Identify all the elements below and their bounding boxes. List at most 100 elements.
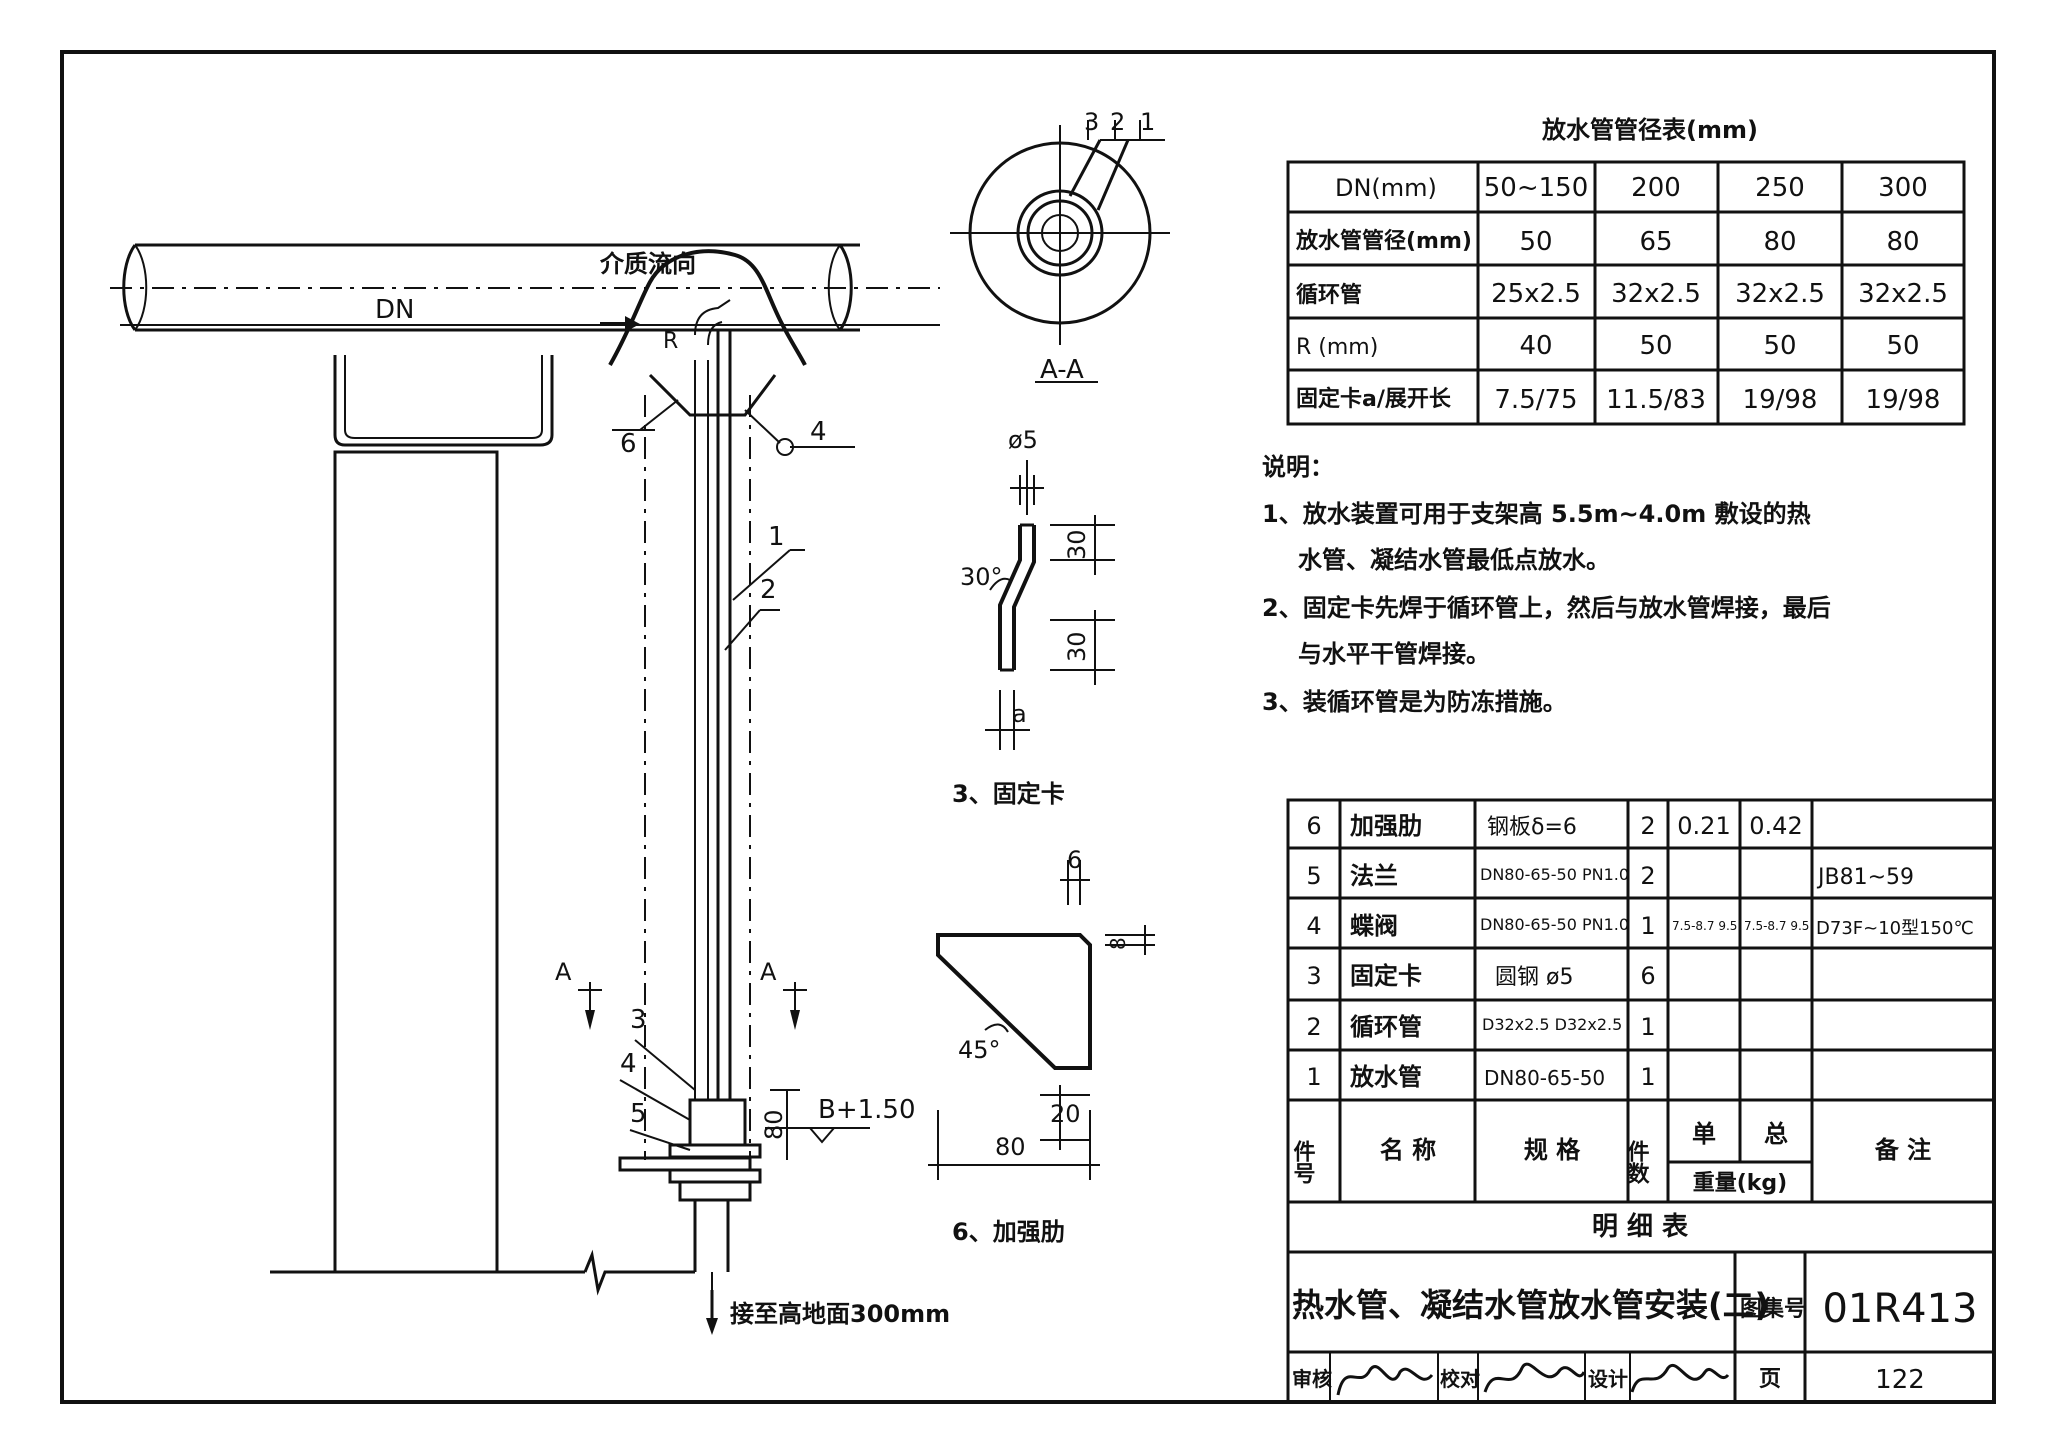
part-spec: D32x2.5 D32x2.5: [1482, 1015, 1622, 1034]
title-block: 热水管、凝结水管放水管安装(二) 图集号 01R413 审核 校对 设计 页 1…: [1292, 1286, 1978, 1395]
notes-title: 说明：: [1262, 453, 1334, 481]
clip-detail: [985, 460, 1115, 750]
rib-dim-width: 80: [995, 1133, 1026, 1161]
diameter-table-header: DN(mm) 50~150 200 250 300: [1335, 173, 1928, 203]
dt-header-2: 200: [1631, 173, 1681, 203]
dt-r1-label: 循环管: [1296, 282, 1362, 308]
rib-caption: 6、加强肋: [952, 1218, 1065, 1246]
part-spec: DN80-65-50 PN1.0: [1480, 915, 1629, 934]
part-no: 1: [1306, 1063, 1321, 1091]
note-line-3: 2、固定卡先焊于循环管上，然后与放水管焊接，最后: [1262, 594, 1831, 622]
level-label: B+1.50: [818, 1095, 916, 1125]
drawing-title: 热水管、凝结水管放水管安装(二): [1292, 1286, 1769, 1324]
clip-dim-a: a: [1012, 700, 1027, 728]
dt-r2-c4: 50: [1886, 331, 1919, 361]
part-qty: 6: [1640, 962, 1655, 990]
dt-r0-c1: 50: [1519, 227, 1552, 257]
part-name: 放水管: [1349, 1063, 1422, 1091]
note-line-4: 与水平干管焊接。: [1298, 640, 1490, 668]
part-qty: 1: [1640, 1063, 1655, 1091]
header-remark: 备 注: [1874, 1136, 1931, 1164]
rib-dim-thk: 6: [1067, 846, 1082, 874]
part-qty: 1: [1640, 912, 1655, 940]
dt-r3-c4: 19/98: [1866, 385, 1941, 415]
diameter-table-title: 放水管管径表(mm): [1541, 116, 1758, 144]
dt-r0-c3: 80: [1763, 227, 1796, 257]
part-no: 3: [1306, 962, 1321, 990]
dt-r3-c3: 19/98: [1743, 385, 1818, 415]
callout-5: 5: [630, 1099, 647, 1129]
dt-r3-label: 固定卡a/展开长: [1296, 386, 1452, 412]
parts-list-rows: 6 加强肋 钢板δ=6 2 0.21 0.42 5 法兰 DN80-65-50 …: [1306, 812, 1973, 1091]
dt-r3-c1: 7.5/75: [1494, 385, 1577, 415]
header-unit: 单: [1692, 1120, 1716, 1148]
dt-r2-c1: 40: [1519, 331, 1552, 361]
part-no: 4: [1306, 912, 1321, 940]
part-remark: D73F~10型150℃: [1816, 918, 1974, 939]
page-no: 122: [1875, 1365, 1925, 1395]
diameter-table-rows: 放水管管径(mm) 50 65 80 80 循环管 25x2.5 32x2.5 …: [1295, 227, 1948, 415]
dt-r0-label: 放水管管径(mm): [1295, 228, 1472, 254]
part-spec: 圆钢 ø5: [1495, 965, 1573, 990]
part-name: 蝶阀: [1350, 912, 1398, 940]
section-mark-left: A: [555, 958, 572, 986]
rib-dim-side: 8: [1106, 937, 1130, 950]
ground-note: 接至高地面300mm: [730, 1300, 950, 1328]
dt-r2-c3: 50: [1763, 331, 1796, 361]
part-name: 固定卡: [1350, 962, 1422, 990]
rib-angle: 45°: [958, 1036, 1001, 1064]
header-total: 总: [1764, 1120, 1788, 1148]
part-unit: 7.5-8.7 9.5: [1672, 919, 1737, 933]
section-label: A-A: [1040, 355, 1084, 385]
part-unit: 0.21: [1677, 812, 1730, 840]
clip-dia: ø5: [1008, 426, 1038, 454]
signature-design: [1630, 1364, 1730, 1393]
callout-4: 4: [620, 1049, 637, 1079]
dim-80-vertical: 80: [760, 1109, 788, 1140]
atlas-label: 图集号: [1740, 1296, 1806, 1322]
dt-r1-c3: 32x2.5: [1735, 279, 1825, 309]
dt-header-3: 250: [1755, 173, 1805, 203]
dt-r2-label: R (mm): [1296, 335, 1378, 360]
header-weight: 重量(kg): [1693, 1171, 1788, 1196]
parts-list-grid: [1286, 798, 1996, 1404]
rib-dim-height: 20: [1050, 1100, 1081, 1128]
part-name: 循环管: [1350, 1013, 1422, 1041]
part-no: 6: [1306, 812, 1321, 840]
parts-list-caption: 明 细 表: [1592, 1211, 1689, 1242]
callout-1: 1: [768, 522, 785, 552]
clip-dim-bottom: 30: [1063, 631, 1091, 662]
dt-header-0: DN(mm): [1335, 174, 1437, 202]
dt-r1-c1: 25x2.5: [1491, 279, 1581, 309]
review-label: 审核: [1292, 1367, 1332, 1391]
part-spec: DN80-65-50 PN1.0: [1480, 865, 1629, 884]
dt-r1-c2: 32x2.5: [1611, 279, 1701, 309]
design-label: 设计: [1588, 1367, 1628, 1391]
dt-r1-c4: 32x2.5: [1858, 279, 1948, 309]
part-total: 0.42: [1749, 812, 1802, 840]
clip-angle: 30°: [960, 563, 1003, 591]
sheet-border: [60, 50, 1996, 1404]
header-name: 名 称: [1380, 1136, 1436, 1164]
parts-list-header: 件号 名 称 规 格 件数 单 总 重量(kg) 备 注 明 细 表: [1290, 1120, 1932, 1242]
bend-radius-label: R: [663, 329, 678, 354]
diameter-table: [1286, 160, 1966, 426]
part-total: 7.5-8.7 9.5: [1744, 919, 1809, 933]
part-no: 2: [1306, 1013, 1321, 1041]
dt-r0-c4: 80: [1886, 227, 1919, 257]
section-callout-3: 3: [1084, 108, 1099, 136]
signature-review: [1336, 1365, 1434, 1396]
dt-r0-c2: 65: [1639, 227, 1672, 257]
note-line-1: 1、放水装置可用于支架高 5.5m~4.0m 敷设的热: [1262, 500, 1811, 528]
header-spec: 规 格: [1524, 1136, 1581, 1164]
main-elevation: [110, 243, 940, 1335]
header-qty: 件数: [1624, 1140, 1650, 1185]
note-line-2: 水管、凝结水管最低点放水。: [1298, 546, 1610, 574]
signature-check: [1483, 1362, 1586, 1393]
part-name: 法兰: [1350, 862, 1398, 890]
part-spec: 钢板δ=6: [1487, 815, 1577, 840]
atlas-no: 01R413: [1822, 1286, 1977, 1332]
part-qty: 2: [1640, 862, 1655, 890]
rib-detail: [928, 860, 1155, 1180]
clip-caption: 3、固定卡: [952, 780, 1065, 808]
